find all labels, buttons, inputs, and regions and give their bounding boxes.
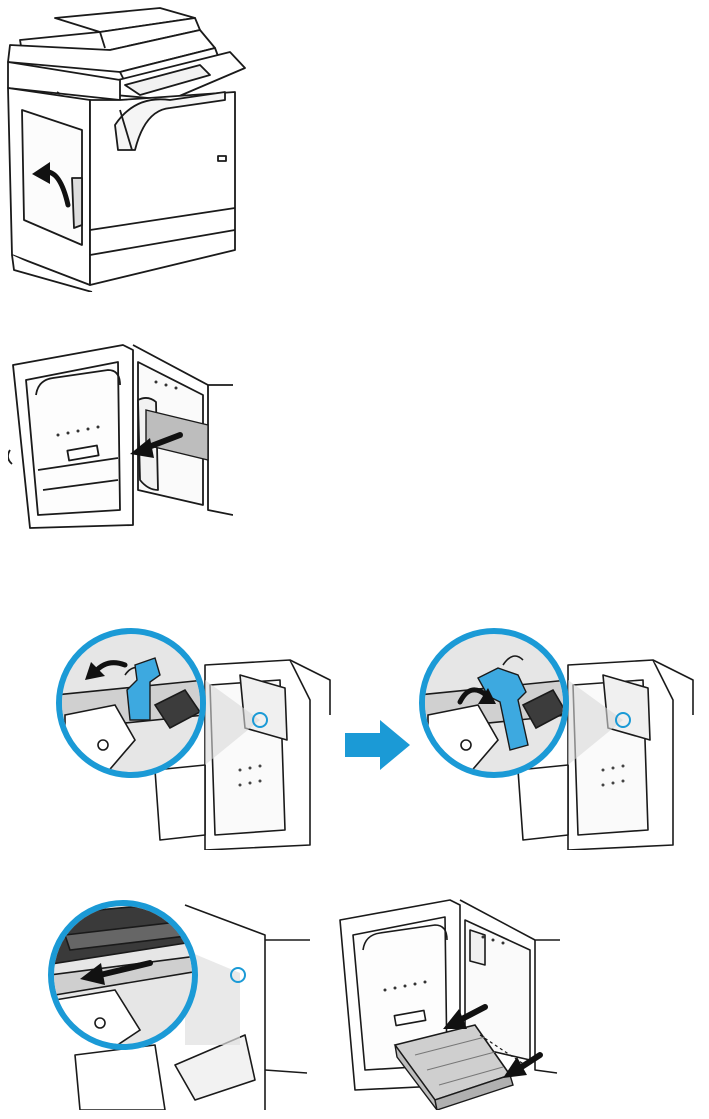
- zoom-circle-icon: [418, 631, 568, 775]
- transition-arrow: [340, 715, 415, 775]
- step-pull-out-unit: [8, 340, 233, 532]
- right-arrow-icon: [345, 720, 410, 770]
- zoom-circle-icon: [45, 900, 205, 1060]
- step-open-left-door: [0, 0, 260, 292]
- step-rotate-latch-down: [418, 620, 696, 850]
- step-slide-tray-out: [45, 895, 310, 1110]
- printer-icon: [0, 0, 260, 292]
- open-door-icon: [8, 340, 233, 532]
- open-door-icon: [335, 895, 565, 1110]
- step-remove-tray: [335, 895, 565, 1110]
- step-rotate-latch-up: [55, 620, 333, 850]
- zoom-circle-icon: [55, 631, 205, 775]
